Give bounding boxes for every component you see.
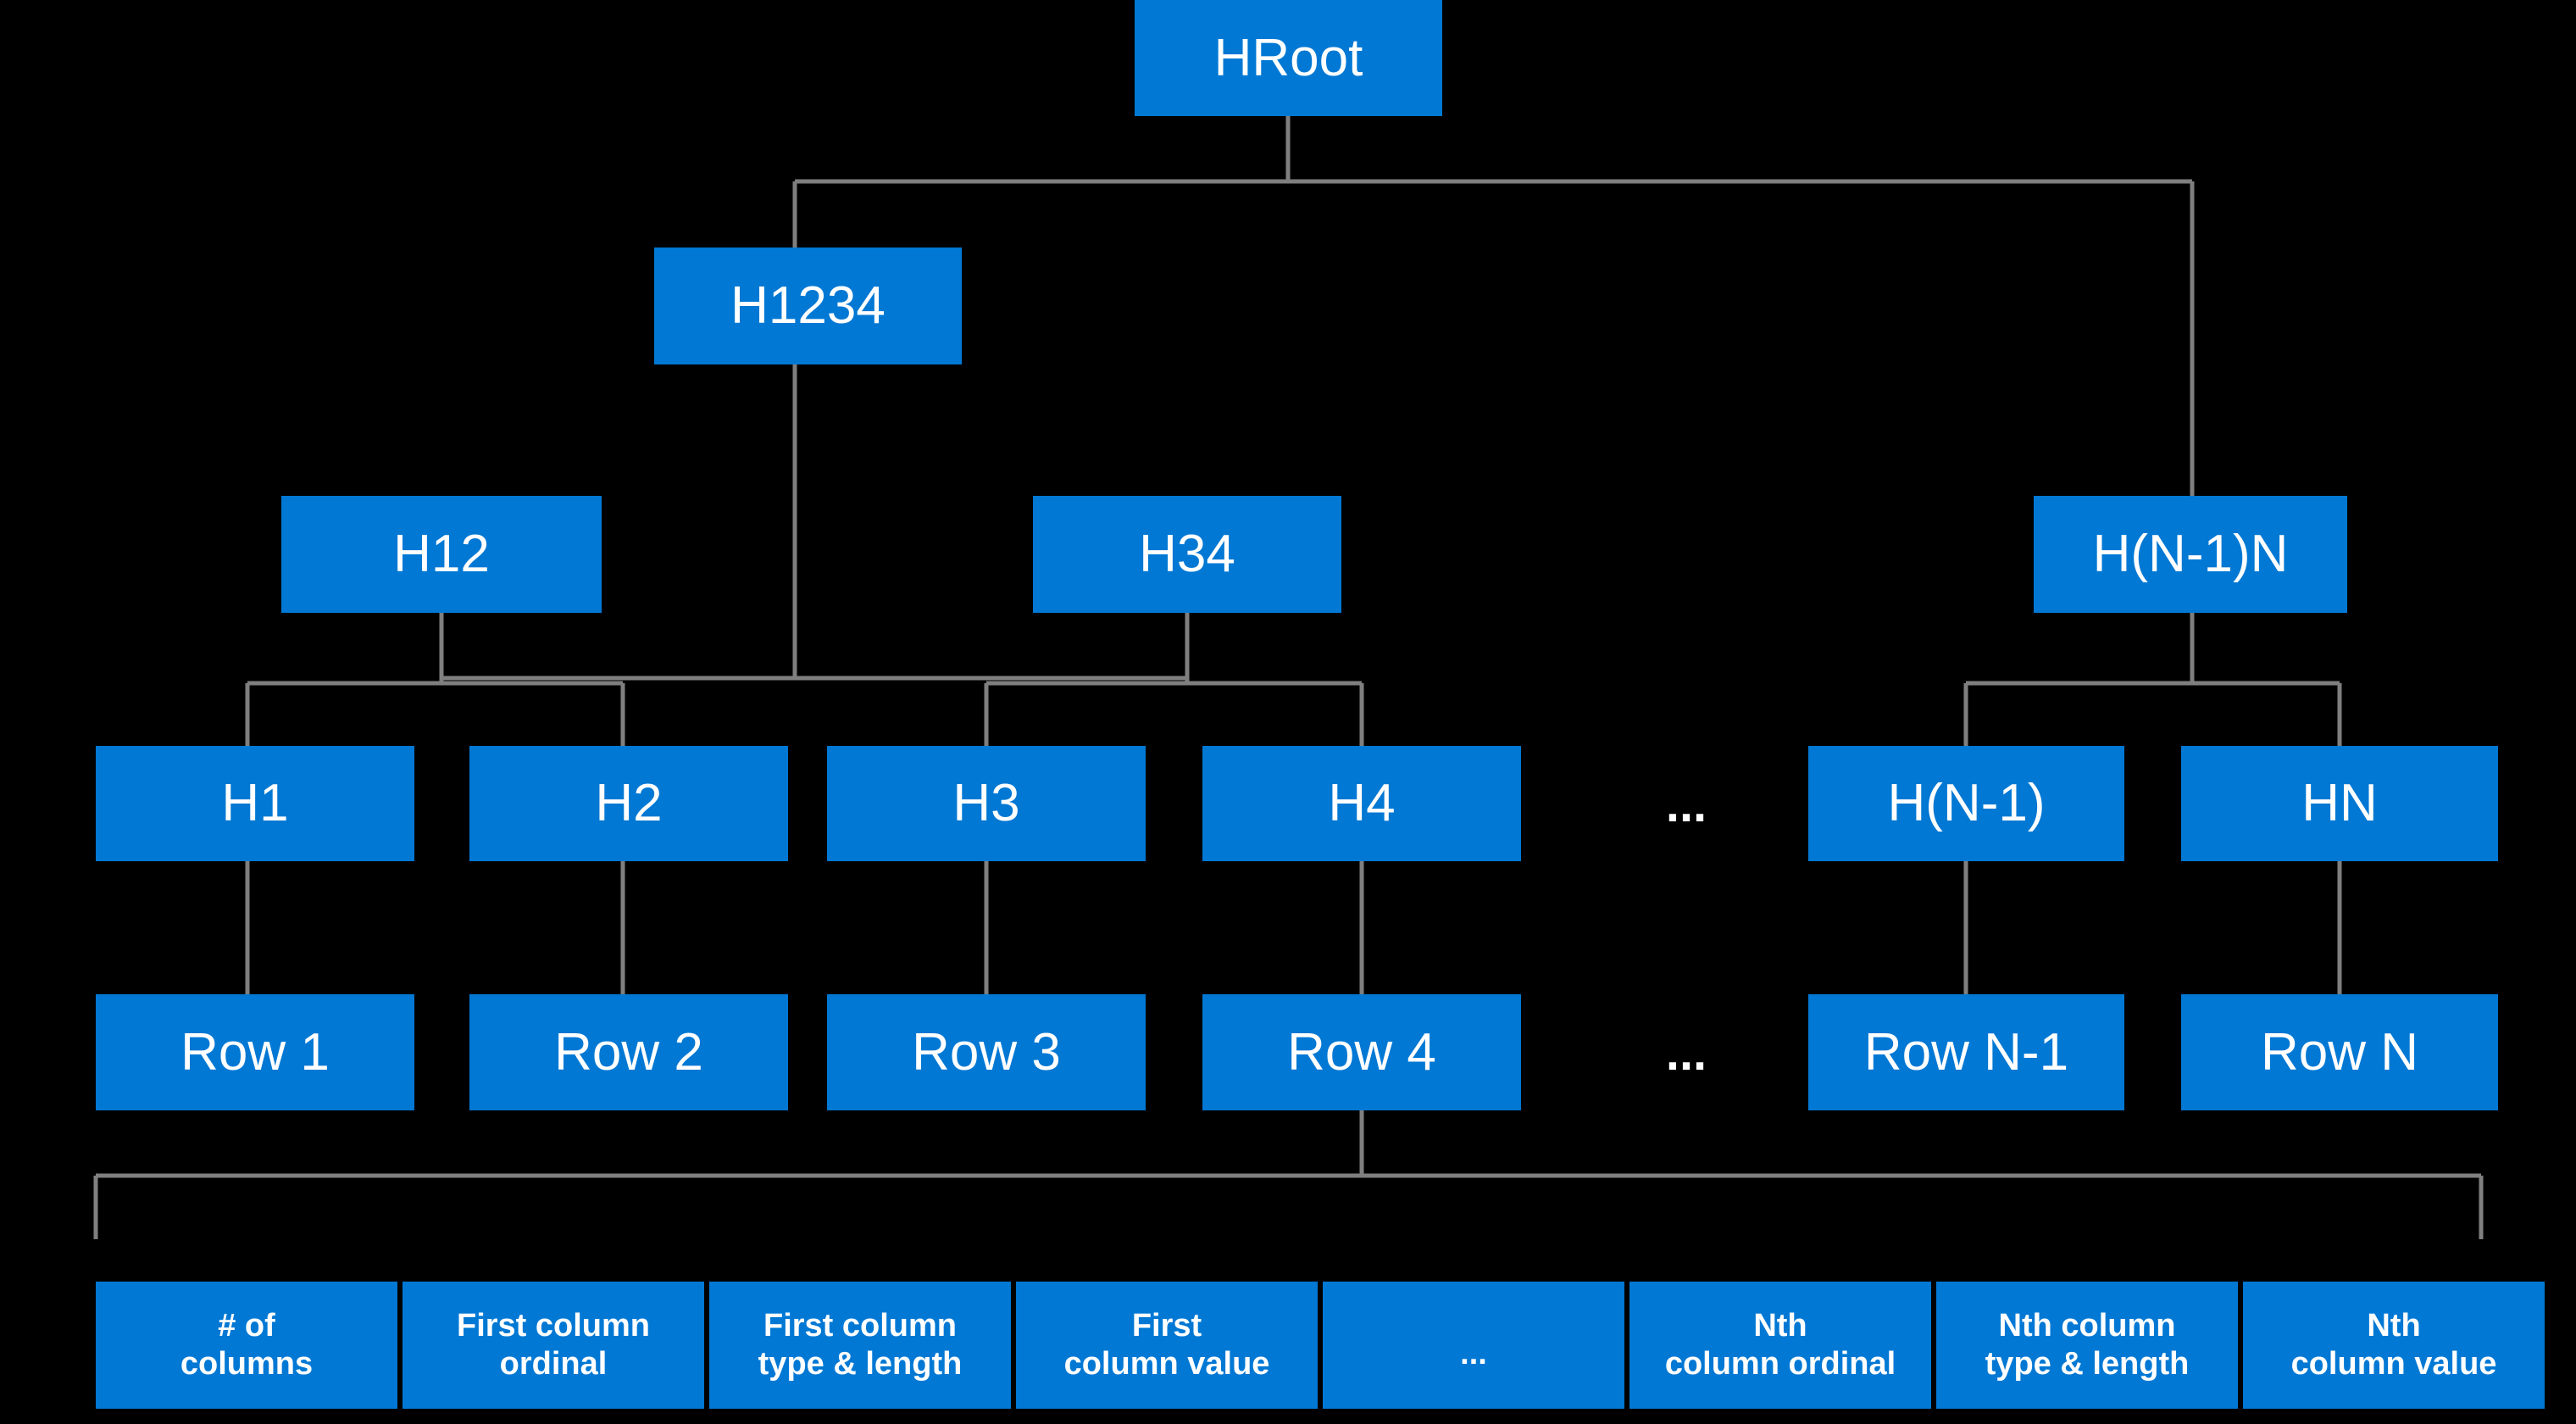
node-hroot-label: HRoot (1213, 28, 1363, 87)
node-row-1[interactable]: Row 1 (96, 994, 414, 1110)
row-level-ellipsis: ... (1610, 1028, 1763, 1079)
node-hn[interactable]: HN (2181, 746, 2498, 861)
node-row-2-label: Row 2 (554, 1022, 703, 1082)
h-level-ellipsis-label: ... (1665, 777, 1707, 832)
node-row-4-label: Row 4 (1287, 1022, 1436, 1082)
node-h34-label: H34 (1139, 525, 1235, 584)
node-hn-1n-label: H(N-1)N (2092, 525, 2289, 584)
node-hn-1-label: H(N-1) (1887, 774, 2046, 833)
node-row-n-1-label: Row N-1 (1863, 1022, 2069, 1082)
node-h1234-label: H1234 (730, 276, 886, 336)
node-row-n-label: Row N (2260, 1022, 2419, 1082)
node-h1234[interactable]: H1234 (654, 248, 962, 364)
h-level-ellipsis: ... (1610, 780, 1763, 831)
node-h1-label: H1 (221, 774, 289, 833)
row-level-ellipsis-label: ... (1665, 1026, 1707, 1081)
node-row-n-1[interactable]: Row N-1 (1808, 994, 2124, 1110)
node-row-1-label: Row 1 (180, 1022, 330, 1082)
node-row-3[interactable]: Row 3 (827, 994, 1146, 1110)
node-h12-label: H12 (393, 525, 490, 584)
node-h4-label: H4 (1328, 774, 1396, 833)
node-h4[interactable]: H4 (1202, 746, 1521, 861)
row-layout-cell-ellipsis[interactable]: ... (1323, 1282, 1624, 1409)
node-h12[interactable]: H12 (281, 496, 602, 613)
node-hroot[interactable]: HRoot (1135, 0, 1442, 116)
node-hn-1n[interactable]: H(N-1)N (2034, 496, 2347, 613)
node-h2[interactable]: H2 (469, 746, 788, 861)
node-hn-1[interactable]: H(N-1) (1808, 746, 2124, 861)
node-h2-label: H2 (595, 774, 663, 833)
node-hn-label: HN (2301, 774, 2378, 833)
node-h3[interactable]: H3 (827, 746, 1146, 861)
node-row-n[interactable]: Row N (2181, 994, 2498, 1110)
node-row-3-label: Row 3 (912, 1022, 1061, 1082)
node-h34[interactable]: H34 (1033, 496, 1341, 613)
node-h3-label: H3 (952, 774, 1020, 833)
node-row-4[interactable]: Row 4 (1202, 994, 1521, 1110)
node-h1[interactable]: H1 (96, 746, 414, 861)
row-layout-cell-ellipsis-label: ... (1460, 1336, 1487, 1372)
node-row-2[interactable]: Row 2 (469, 994, 788, 1110)
